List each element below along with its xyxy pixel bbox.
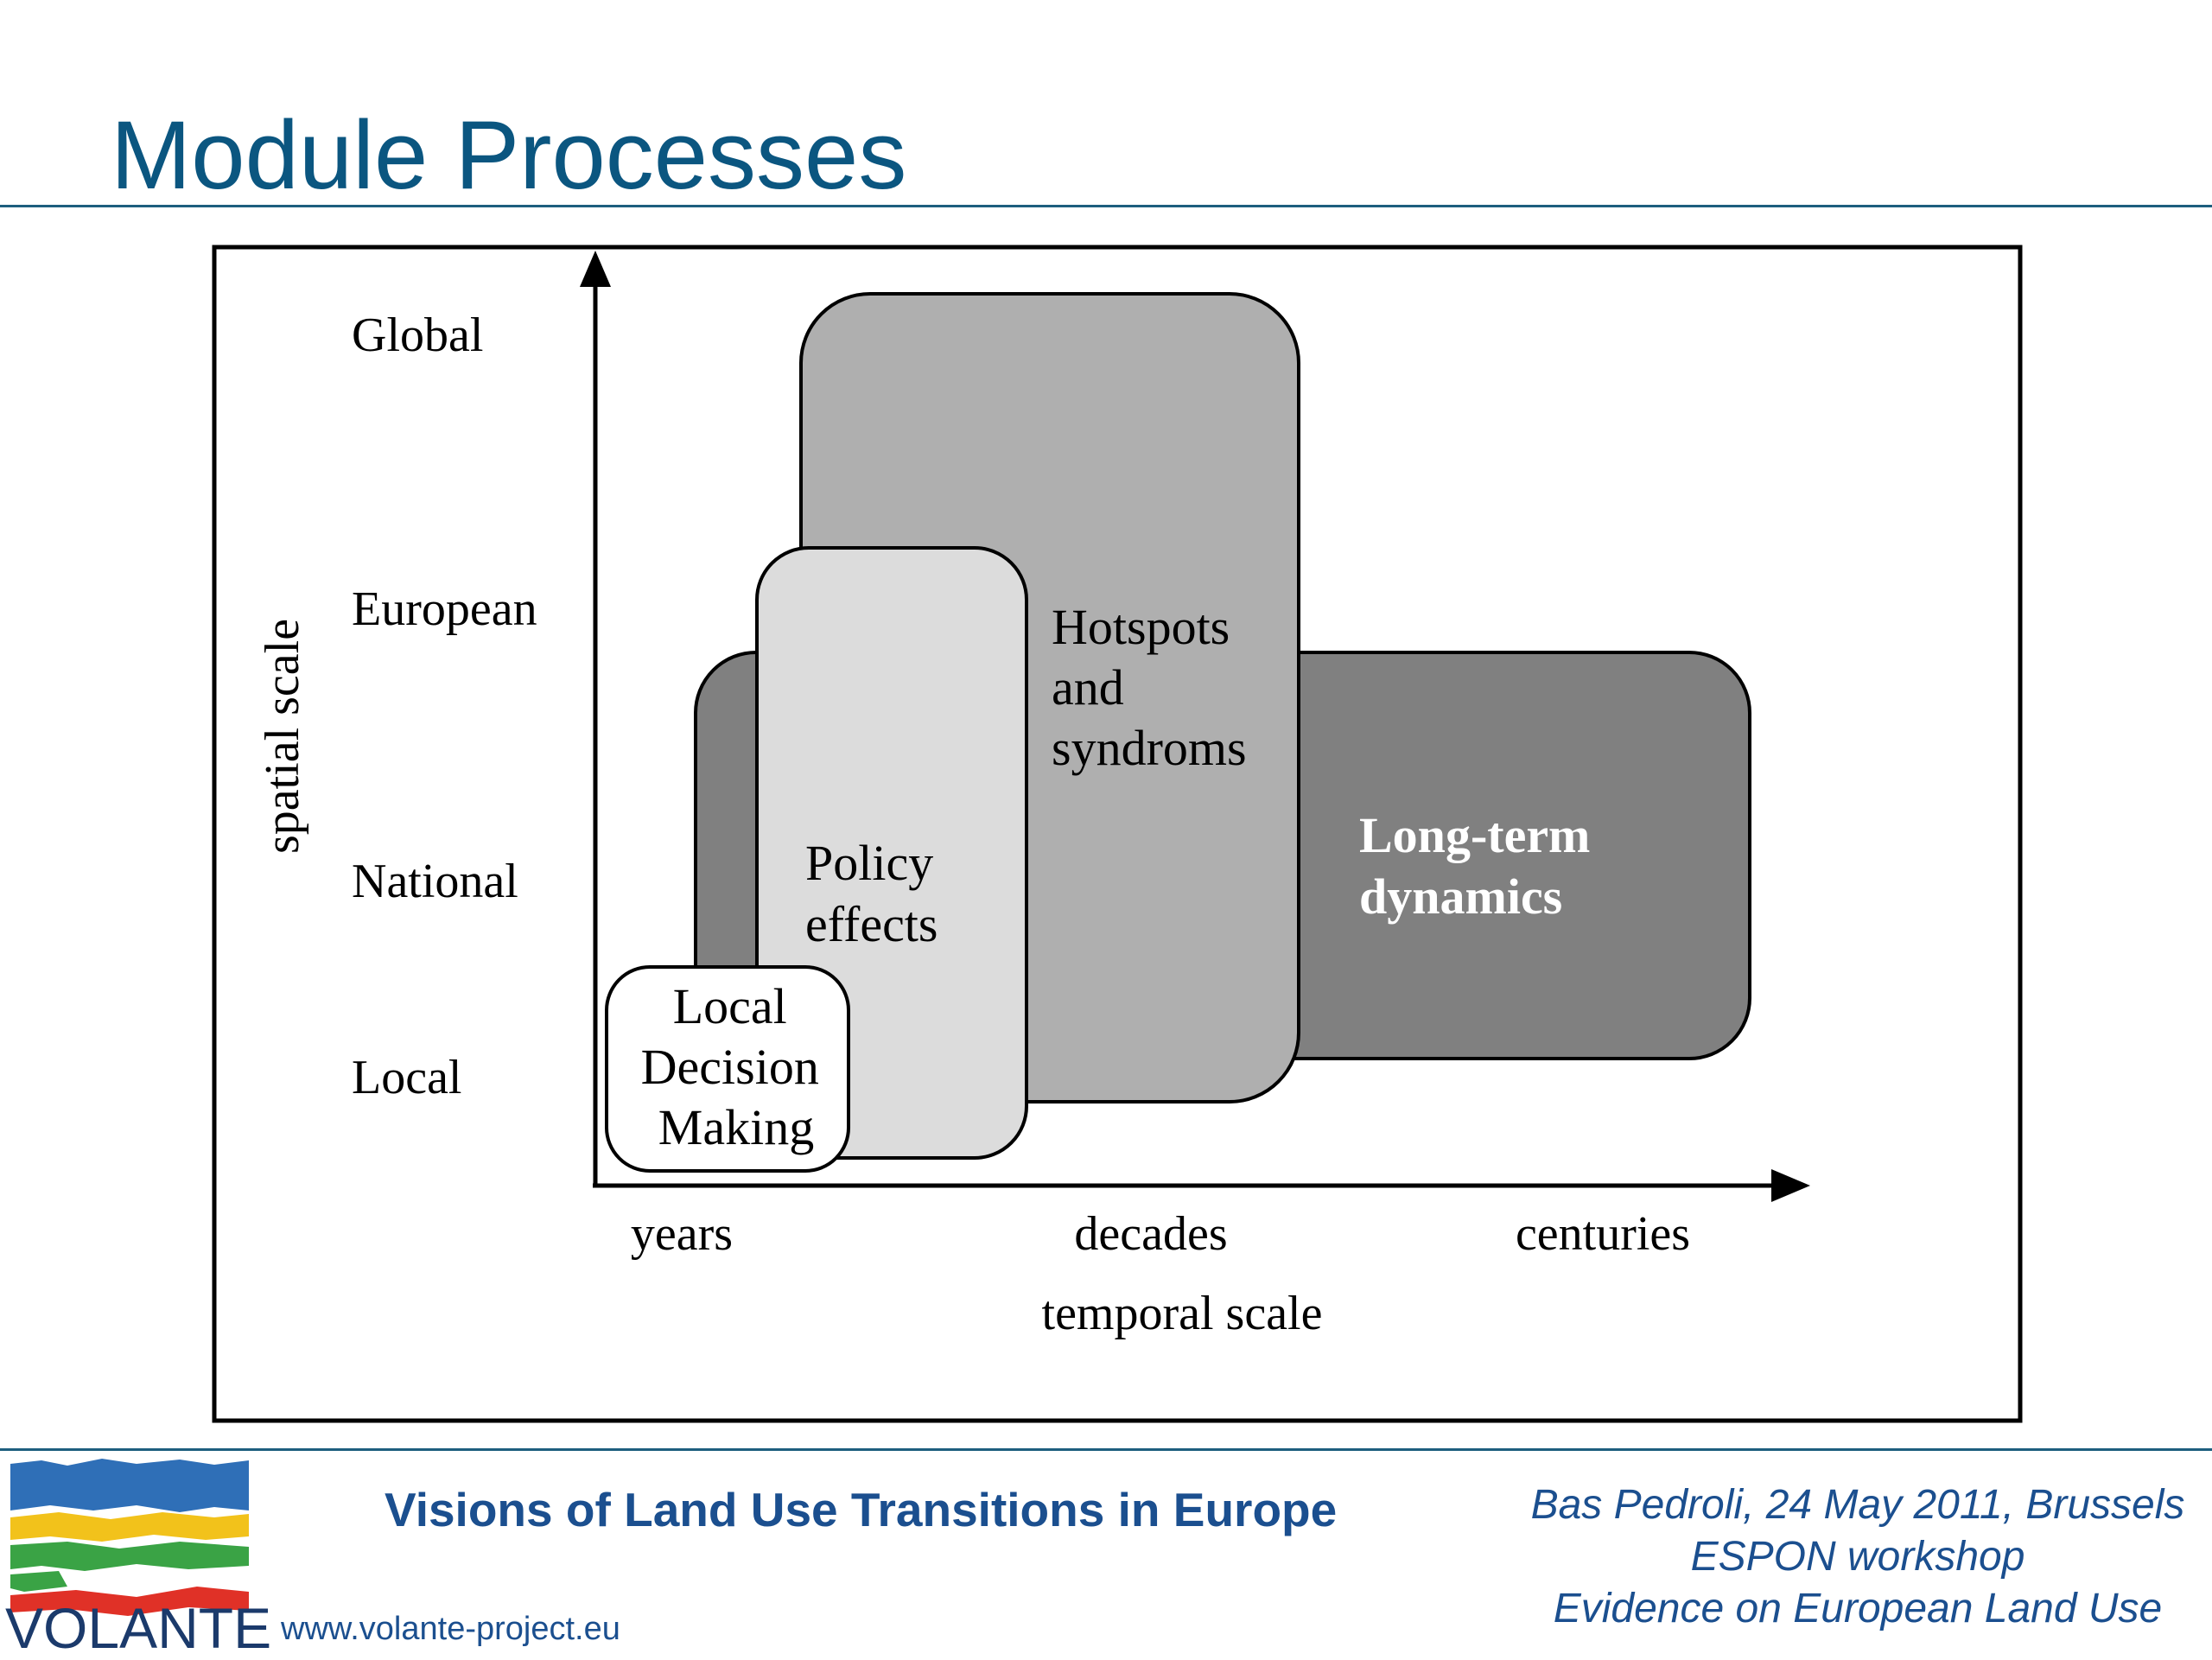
- x-axis-title: temporal scale: [1042, 1287, 1323, 1340]
- box-long-term-dynamics-left-tab: [694, 651, 762, 978]
- box-policy-effects-line-1: Policy: [805, 835, 933, 891]
- footer-subtitle-line: Evidence on European Land Use: [1553, 1586, 2163, 1631]
- box-hotspots-line-3: syndroms: [1052, 720, 1247, 776]
- footer-title: Visions of Land Use Transitions in Europ…: [385, 1483, 1338, 1536]
- footer-event-line: ESPON workshop: [1690, 1534, 2025, 1580]
- y-level-national: National: [352, 855, 518, 908]
- x-level-centuries: centuries: [1516, 1207, 1690, 1261]
- x-axis-arrowhead: [1771, 1169, 1810, 1202]
- x-level-years: years: [631, 1207, 733, 1261]
- volante-logo: [10, 1459, 249, 1616]
- box-local-decision-line-2: Decision: [641, 1039, 819, 1095]
- box-local-decision-line-3: Making: [658, 1099, 814, 1155]
- x-level-decades: decades: [1074, 1207, 1227, 1261]
- box-policy-effects-label: Policy effects: [805, 835, 946, 952]
- title-divider: [0, 205, 2212, 207]
- y-axis-arrowhead: [580, 251, 611, 287]
- box-long-term-dynamics-line-2: dynamics: [1359, 868, 1562, 925]
- logo-yellow-band: [10, 1512, 249, 1542]
- y-level-global: Global: [352, 308, 483, 362]
- footer-url-link[interactable]: www.volante-project.eu: [281, 1611, 620, 1647]
- y-axis-title: spatial scale: [256, 619, 309, 854]
- y-level-european: European: [352, 582, 537, 636]
- footer-event-info: Bas Pedroli, 24 May 2011, Brussels ESPON…: [1469, 1479, 2212, 1635]
- box-long-term-dynamics-label: Long-term dynamics: [1359, 807, 1603, 925]
- logo-blue-band: [10, 1459, 249, 1512]
- box-hotspots-line-1: Hotspots: [1052, 599, 1230, 655]
- logo-red-band: [10, 1587, 249, 1616]
- box-hotspots-and-syndroms-label: Hotspots and syndroms: [1052, 599, 1247, 776]
- logo-white-swoosh: [59, 1568, 180, 1595]
- box-local-decision-line-1: Local: [673, 978, 787, 1034]
- y-level-local: Local: [352, 1051, 461, 1104]
- box-local-decision-making-shape: [605, 965, 850, 1173]
- logo-green-band: [10, 1542, 249, 1571]
- footer-divider: [0, 1448, 2212, 1451]
- logo-wordmark: VOLANTE: [5, 1596, 272, 1660]
- logo-green-lower: [10, 1571, 67, 1592]
- box-policy-effects-line-2: effects: [805, 896, 938, 952]
- slide-title: Module Processes: [111, 101, 907, 209]
- box-local-decision-making-label: Local Decision Making: [641, 978, 832, 1155]
- box-hotspots-line-2: and: [1052, 659, 1124, 716]
- box-long-term-dynamics-line-1: Long-term: [1359, 807, 1590, 863]
- footer-author-line: Bas Pedroli, 24 May 2011, Brussels: [1530, 1482, 2185, 1528]
